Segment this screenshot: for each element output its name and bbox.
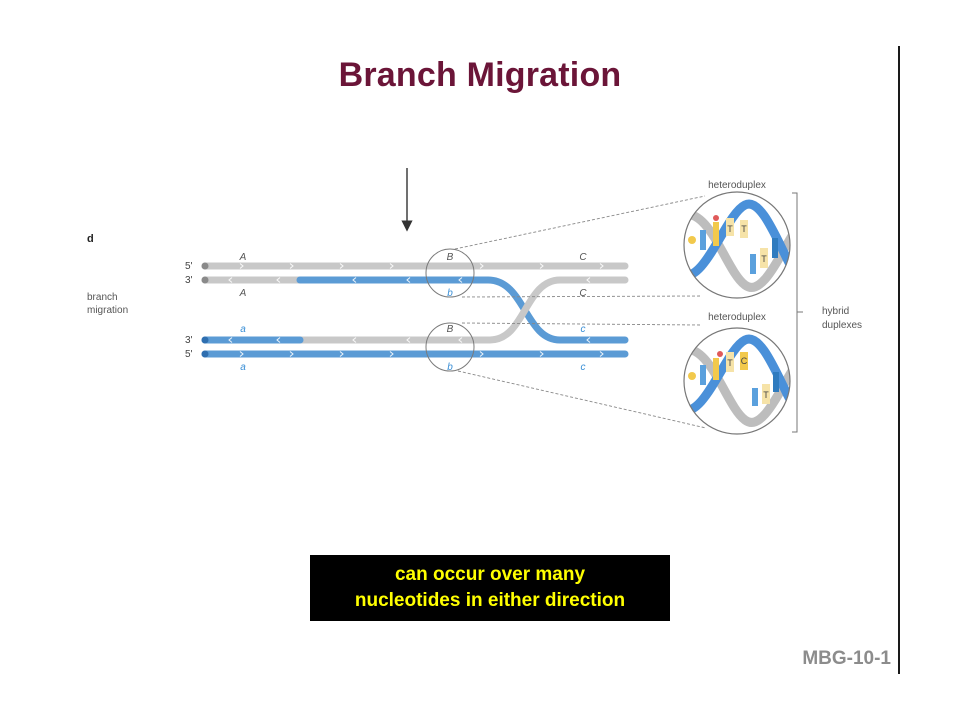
inset-base-letter: T bbox=[741, 224, 747, 234]
heteroduplex-label-top: heteroduplex bbox=[708, 180, 766, 191]
slide-title: Branch Migration bbox=[338, 56, 622, 94]
allele-label-A-top-lower: A bbox=[239, 288, 247, 299]
allele-label-b-top-lower: b bbox=[447, 288, 453, 299]
strand-end-cap bbox=[201, 350, 209, 358]
allele-label-C-top: C bbox=[579, 252, 587, 263]
side-label-line1: branch bbox=[87, 292, 118, 303]
strand-direction-chevrons bbox=[228, 263, 604, 357]
caption-box: can occur over many nucleotides in eithe… bbox=[310, 555, 670, 621]
slide-footer-code: MBG-10-1 bbox=[802, 648, 891, 669]
allele-label-B-top: B bbox=[447, 252, 454, 263]
panel-letter: d bbox=[87, 233, 94, 245]
allele-label-a-bottom: a bbox=[240, 324, 246, 335]
strand-end-cap bbox=[201, 262, 209, 270]
strand-end-3prime-top: 3' bbox=[185, 275, 193, 286]
heteroduplex-site-top bbox=[425, 248, 475, 298]
inset-base-letter: T bbox=[761, 254, 767, 264]
allele-label-c-bottom-lower: c bbox=[581, 362, 586, 373]
zoom-guide-lines bbox=[454, 195, 707, 429]
allele-label-c-bottom: c bbox=[581, 324, 586, 335]
heteroduplex-site-bottom bbox=[425, 322, 475, 372]
inset-base-letter: C bbox=[741, 356, 748, 366]
allele-label-b-bottom-lower: b bbox=[447, 362, 453, 373]
caption-line-1: can occur over many bbox=[394, 564, 586, 585]
strand-end-cap bbox=[201, 336, 209, 344]
heteroduplex-label-bottom: heteroduplex bbox=[708, 312, 766, 323]
slide-right-rule bbox=[898, 46, 900, 674]
hybrid-label-line2: duplexes bbox=[822, 320, 862, 331]
strand-end-cap bbox=[201, 276, 209, 284]
strand-end-5prime-top: 5' bbox=[185, 261, 193, 272]
strand-top-lower-blue-crossover bbox=[296, 276, 629, 344]
strand-end-5prime-bottom: 5' bbox=[185, 349, 193, 360]
hybrid-label-line1: hybrid bbox=[822, 306, 849, 317]
allele-label-A-top: A bbox=[239, 252, 247, 263]
inset-base-letter: G bbox=[738, 264, 745, 274]
heteroduplex-inset-bottom: T C T bbox=[683, 327, 791, 435]
allele-label-a-bottom-lower: a bbox=[240, 362, 246, 373]
inset-base-letter: T bbox=[763, 390, 769, 400]
caption-line-2: nucleotides in either direction bbox=[354, 590, 626, 611]
side-label-line2: migration bbox=[87, 305, 128, 316]
hybrid-duplexes-bracket bbox=[792, 192, 803, 433]
allele-label-B-bottom: B bbox=[447, 324, 454, 335]
inset-base-letter: T bbox=[727, 224, 733, 234]
strand-bottom-upper-gray-crossover bbox=[296, 276, 629, 344]
heteroduplex-inset-top: T T G T bbox=[683, 191, 791, 299]
allele-label-C-top-lower: C bbox=[579, 288, 587, 299]
inset-base-letter: T bbox=[727, 358, 733, 368]
strand-end-3prime-bottom: 3' bbox=[185, 335, 193, 346]
